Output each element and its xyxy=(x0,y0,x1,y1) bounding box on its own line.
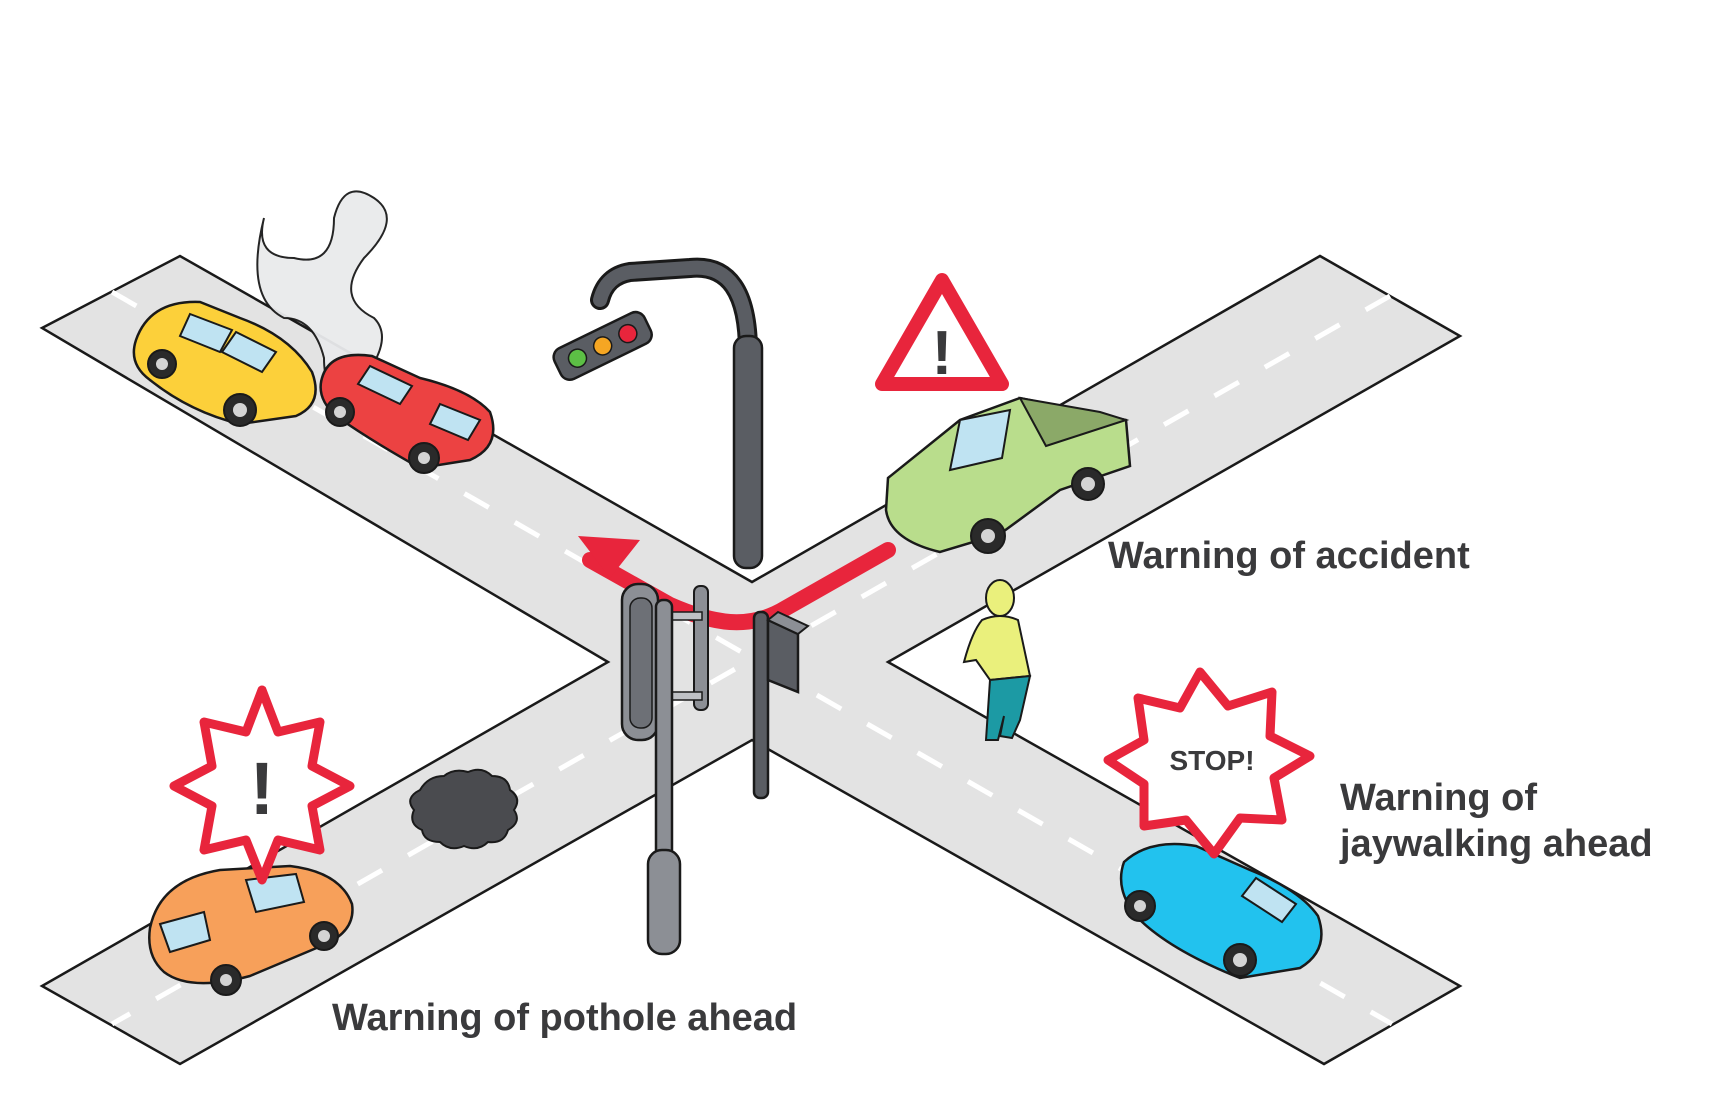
warning-star-icon: ! xyxy=(169,685,355,885)
red-car xyxy=(319,353,495,474)
star-symbol: ! xyxy=(250,747,275,830)
stop-sign-text: STOP! xyxy=(1169,745,1254,776)
accident-warning-label: Warning of accident xyxy=(1108,535,1470,577)
roadside-units xyxy=(620,582,810,956)
jaywalking-label-line1: Warning of xyxy=(1340,777,1537,819)
green-light xyxy=(567,348,588,368)
triangle-symbol: ! xyxy=(932,319,953,388)
warning-triangle-icon: ! xyxy=(875,273,1009,391)
green-truck xyxy=(884,396,1132,554)
pothole-warning-label: Warning of pothole ahead xyxy=(332,997,798,1039)
traffic-light-icon xyxy=(552,257,764,570)
stop-burst-icon: STOP! xyxy=(1103,667,1315,859)
smoke-icon xyxy=(256,190,388,391)
jaywalking-warning-label: Warning of jaywalking ahead xyxy=(1340,776,1653,867)
red-light xyxy=(618,323,638,344)
jaywalking-label-line2: jaywalking ahead xyxy=(1340,822,1653,865)
amber-light xyxy=(592,336,613,356)
yellow-car xyxy=(132,300,317,427)
pedestrian xyxy=(962,579,1032,741)
blue-car xyxy=(1119,842,1323,980)
pothole-icon xyxy=(409,768,519,850)
